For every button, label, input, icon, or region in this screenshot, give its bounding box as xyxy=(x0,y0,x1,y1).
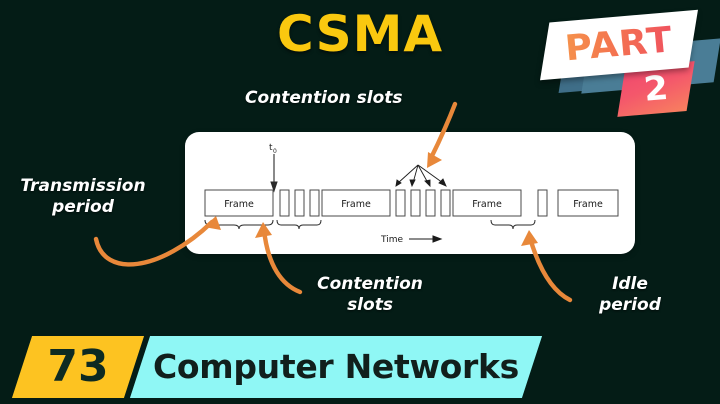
annotation-transmission-period: Transmission period xyxy=(20,176,146,217)
t0-label: t xyxy=(269,143,273,153)
contention-slot xyxy=(294,189,305,217)
idle-trailing-slot xyxy=(537,189,548,217)
contention-slot xyxy=(279,189,290,217)
csma-timeline-diagram: t 0 Frame Frame Frame Frame xyxy=(204,143,619,245)
time-axis-label: Time xyxy=(380,235,403,245)
frame-box xyxy=(321,189,391,217)
annotation-contention-slots-bottom: Contention slots xyxy=(317,274,423,315)
t0-subscript: 0 xyxy=(273,148,277,155)
frame-box xyxy=(204,189,274,217)
contention-slots-brace xyxy=(276,219,322,230)
annotation-contention-slots-top: Contention slots xyxy=(245,88,403,108)
contention-slot xyxy=(410,189,421,217)
contention-slot xyxy=(395,189,406,217)
page-title: CSMA xyxy=(276,5,444,63)
frame-label: Frame xyxy=(224,199,254,210)
contention-slot-group-1 xyxy=(279,189,320,217)
t0-marker xyxy=(270,154,278,193)
frame-label: Frame xyxy=(573,199,603,210)
fanout-arrows xyxy=(395,164,447,188)
braces xyxy=(204,219,536,230)
transmission-period-brace xyxy=(204,219,274,230)
bottom-bar: 73 Computer Networks xyxy=(0,336,720,404)
contention-slot xyxy=(309,189,320,217)
lesson-number-plate: 73 xyxy=(11,336,145,398)
course-title: Computer Networks xyxy=(152,347,519,386)
frame-box xyxy=(557,189,619,217)
lesson-number: 73 xyxy=(47,341,109,392)
time-axis-arrow xyxy=(409,235,443,243)
contention-slot xyxy=(440,189,451,217)
idle-period-brace xyxy=(490,219,536,230)
contention-slot xyxy=(425,189,436,217)
contention-slot-group-2 xyxy=(395,189,451,217)
frame-label: Frame xyxy=(341,199,371,210)
frame-label: Frame xyxy=(472,199,502,210)
annotation-idle-period: Idle period xyxy=(599,274,661,315)
course-title-plate: Computer Networks xyxy=(129,336,543,398)
frame-box xyxy=(452,189,522,217)
diagram-panel: t 0 Frame Frame Frame Frame xyxy=(185,132,635,254)
part-badge: 2 PART xyxy=(540,6,720,117)
